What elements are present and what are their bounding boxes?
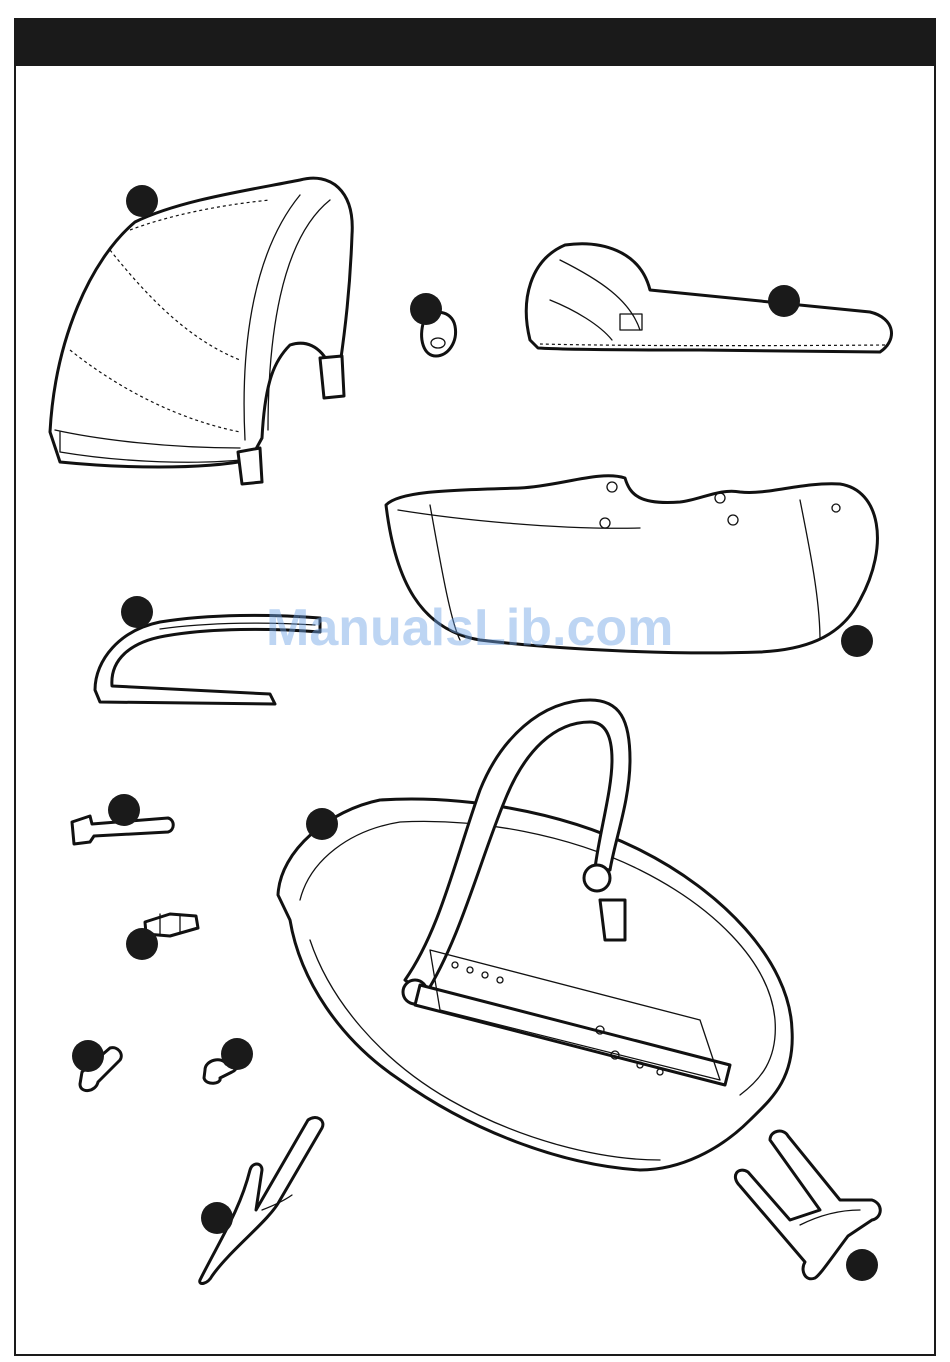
- callout-dot: [306, 808, 338, 840]
- leg-left-part: [200, 1118, 323, 1284]
- callout-dot: [72, 1040, 104, 1072]
- callout-dot: [201, 1202, 233, 1234]
- callout-dot: [126, 185, 158, 217]
- callout-dot: [126, 928, 158, 960]
- callout-dot: [410, 293, 442, 325]
- callout-dot: [846, 1249, 878, 1281]
- watermark: ManualsLib.com: [266, 596, 696, 660]
- apron-part: [526, 244, 891, 352]
- callout-dot: [108, 794, 140, 826]
- callout-dot: [841, 625, 873, 657]
- callout-dot: [768, 285, 800, 317]
- callout-dot: [121, 596, 153, 628]
- hood-part: [50, 178, 352, 484]
- carrycot-part: [278, 700, 792, 1170]
- callout-dot: [221, 1038, 253, 1070]
